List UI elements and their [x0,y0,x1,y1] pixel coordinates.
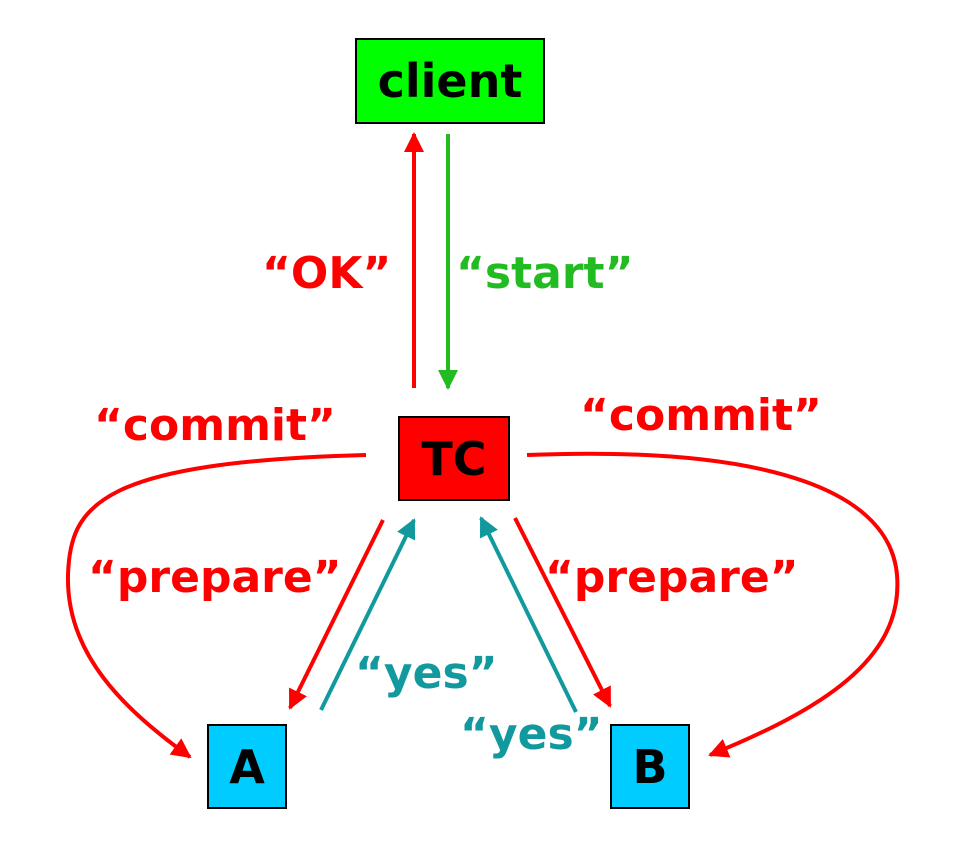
commit-right-label: “commit” [580,390,822,441]
prepare-right-label: “prepare” [545,552,799,603]
commit-left-label: “commit” [94,400,336,451]
yes-a-arrow [319,518,416,711]
commit-left-arrow [65,453,367,759]
start-label: “start” [456,248,634,299]
participant-b-node: B [610,724,690,809]
tc-node: TC [398,416,510,501]
commit-right-arrow [526,451,900,758]
prepare-left-arrow [288,519,385,710]
client-node: client [355,38,545,124]
ok-label: “OK” [262,248,392,299]
participant-a-node: A [207,724,287,809]
prepare-left-label: “prepare” [88,552,342,603]
prepare-right-arrow [513,517,612,708]
yes-a-label: “yes” [355,648,498,699]
yes-b-label: “yes” [460,709,603,760]
yes-b-arrow [479,516,578,713]
